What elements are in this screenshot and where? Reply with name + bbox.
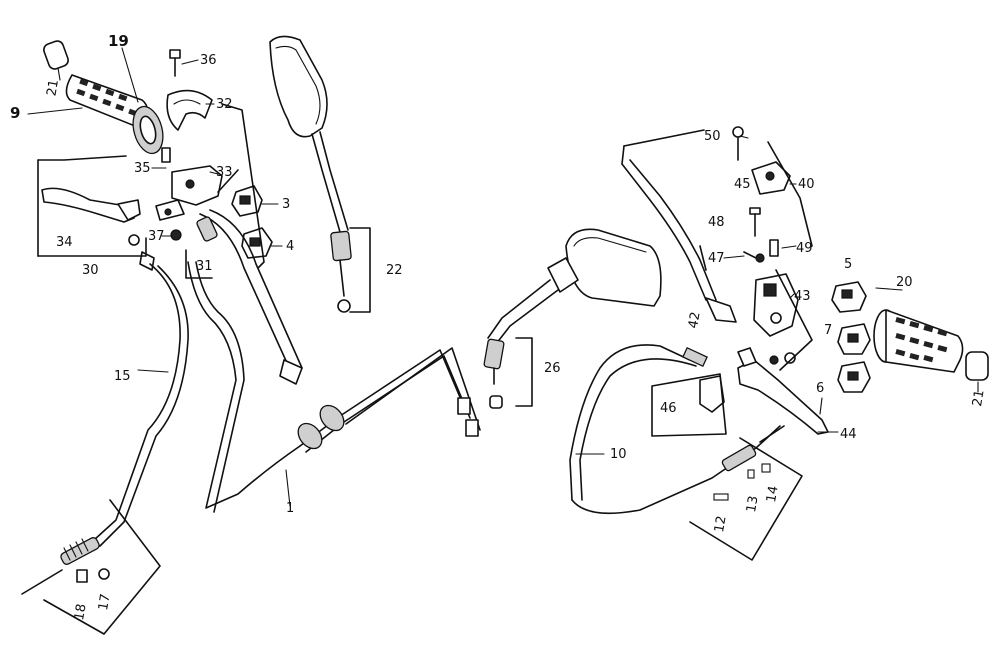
bolt-48: [749, 207, 761, 237]
right-mirror: [483, 228, 662, 409]
callout-37: 37: [148, 229, 165, 244]
callout-42: 42: [686, 311, 704, 330]
callout-44: 44: [840, 427, 857, 442]
clutch-cable: [21, 234, 189, 595]
brake-adjuster-13: [747, 469, 755, 479]
switch-3: [231, 185, 263, 217]
callout-12: 12: [712, 515, 730, 534]
brake-cable: [569, 344, 785, 515]
callout-40: 40: [798, 177, 815, 192]
callout-26: 26: [544, 361, 561, 376]
callout-33: 33: [216, 165, 233, 180]
callout-34: 34: [56, 235, 73, 250]
throttle-tube: [132, 105, 164, 155]
callout-43: 43: [794, 289, 811, 304]
main-cable: [187, 261, 481, 513]
switch-6: [837, 361, 871, 393]
callout-15: 15: [114, 369, 131, 384]
throttle-cover: [166, 89, 213, 131]
front-brake-switch-cable: [621, 159, 737, 323]
callout-31: 31: [196, 259, 213, 274]
callout-5: 5: [844, 257, 852, 272]
callout-46: 46: [660, 401, 677, 416]
left-mirror: [269, 35, 352, 313]
callout-30: 30: [82, 263, 99, 278]
nut-41: [769, 352, 796, 365]
callout-21-left: 21: [44, 78, 62, 97]
callout-22: 22: [386, 263, 403, 278]
throttle-housing: [155, 147, 223, 221]
callout-13: 13: [744, 495, 762, 514]
screw-36: [169, 49, 181, 77]
callout-1: 1: [286, 501, 294, 516]
adjuster-nut-18: [76, 569, 88, 583]
callout-36: 36: [200, 53, 217, 68]
callout-10: 10: [610, 447, 627, 462]
callout-6: 6: [816, 381, 824, 396]
clutch-lever: [41, 187, 141, 223]
switch-7: [837, 323, 871, 355]
nut-37: [170, 229, 182, 241]
bracket-40: [751, 161, 791, 195]
callout-32: 32: [216, 97, 233, 112]
leader-lines: [27, 47, 979, 507]
callout-14: 14: [764, 485, 782, 504]
right-end-cap: [965, 351, 989, 381]
locknut-17: [98, 568, 110, 580]
bolt-50: [732, 126, 744, 161]
master-cylinder: [753, 273, 799, 337]
group-bracket-lines: [37, 103, 813, 635]
callout-4: 4: [286, 239, 294, 254]
callout-21-right: 21: [970, 389, 988, 408]
brake-lever: [737, 347, 829, 435]
switch-4: [241, 227, 273, 259]
callout-7: 7: [824, 323, 832, 338]
callout-17: 17: [96, 593, 114, 612]
callout-49: 49: [796, 241, 813, 256]
callout-45: 45: [734, 177, 751, 192]
left-grip: [65, 74, 149, 129]
callout-20: 20: [896, 275, 913, 290]
brake-switch-bracket: [699, 375, 725, 413]
callout-35: 35: [134, 161, 151, 176]
pin-47: [743, 251, 765, 263]
callout-19: 19: [108, 32, 129, 50]
brake-adjuster-12: [713, 493, 729, 501]
brake-adjuster-14: [761, 463, 771, 473]
throttle-cable: [196, 209, 303, 385]
switch-5: [831, 281, 867, 313]
right-grip: [873, 309, 964, 373]
callout-3: 3: [282, 197, 290, 212]
callout-9: 9: [10, 104, 20, 122]
callout-48: 48: [708, 215, 725, 230]
callout-18: 18: [72, 603, 90, 622]
bolt-49: [769, 239, 779, 257]
callout-47: 47: [708, 251, 725, 266]
left-end-cap: [43, 40, 69, 70]
callout-50: 50: [704, 129, 721, 144]
